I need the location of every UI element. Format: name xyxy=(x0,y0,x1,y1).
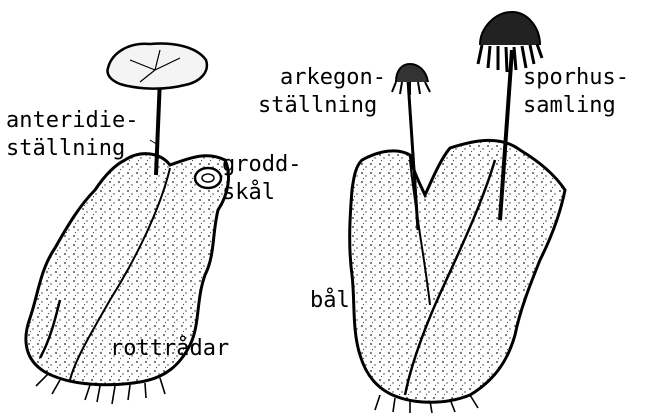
gemma-cup-shape xyxy=(195,168,221,188)
rhizoids-label: rottrådar xyxy=(110,337,229,361)
antheridiophore-disc xyxy=(108,44,207,89)
thallus-label: bål xyxy=(310,289,350,313)
archegoniophore-label-line1: arkegon- xyxy=(280,66,386,90)
sporophyte-label-line1: sporhus- xyxy=(523,66,629,90)
gemma-cup-label-line1: grodd- xyxy=(222,153,301,177)
female-thallus-body xyxy=(350,140,565,402)
sporophyte-label-line2: samling xyxy=(523,94,616,118)
archegoniophore-head xyxy=(396,64,428,82)
antheridiophore-label-line2: ställning xyxy=(6,137,125,161)
sporophyte-cluster-head xyxy=(480,12,540,45)
gemma-cup-label-line2: skål xyxy=(222,181,275,205)
archegoniophore-label-line2: ställning xyxy=(258,94,377,118)
antheridiophore-label-line1: anteridie- xyxy=(6,109,138,133)
